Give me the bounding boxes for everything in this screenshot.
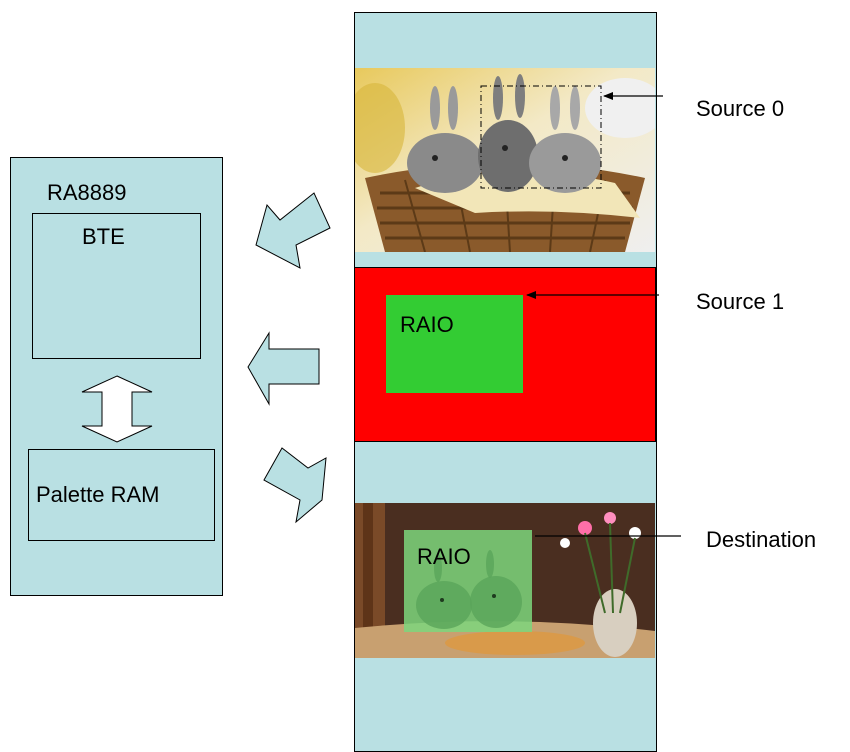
source1-label: Source 1 bbox=[696, 289, 784, 315]
source0-label: Source 0 bbox=[696, 96, 784, 122]
destination-label: Destination bbox=[706, 527, 816, 553]
